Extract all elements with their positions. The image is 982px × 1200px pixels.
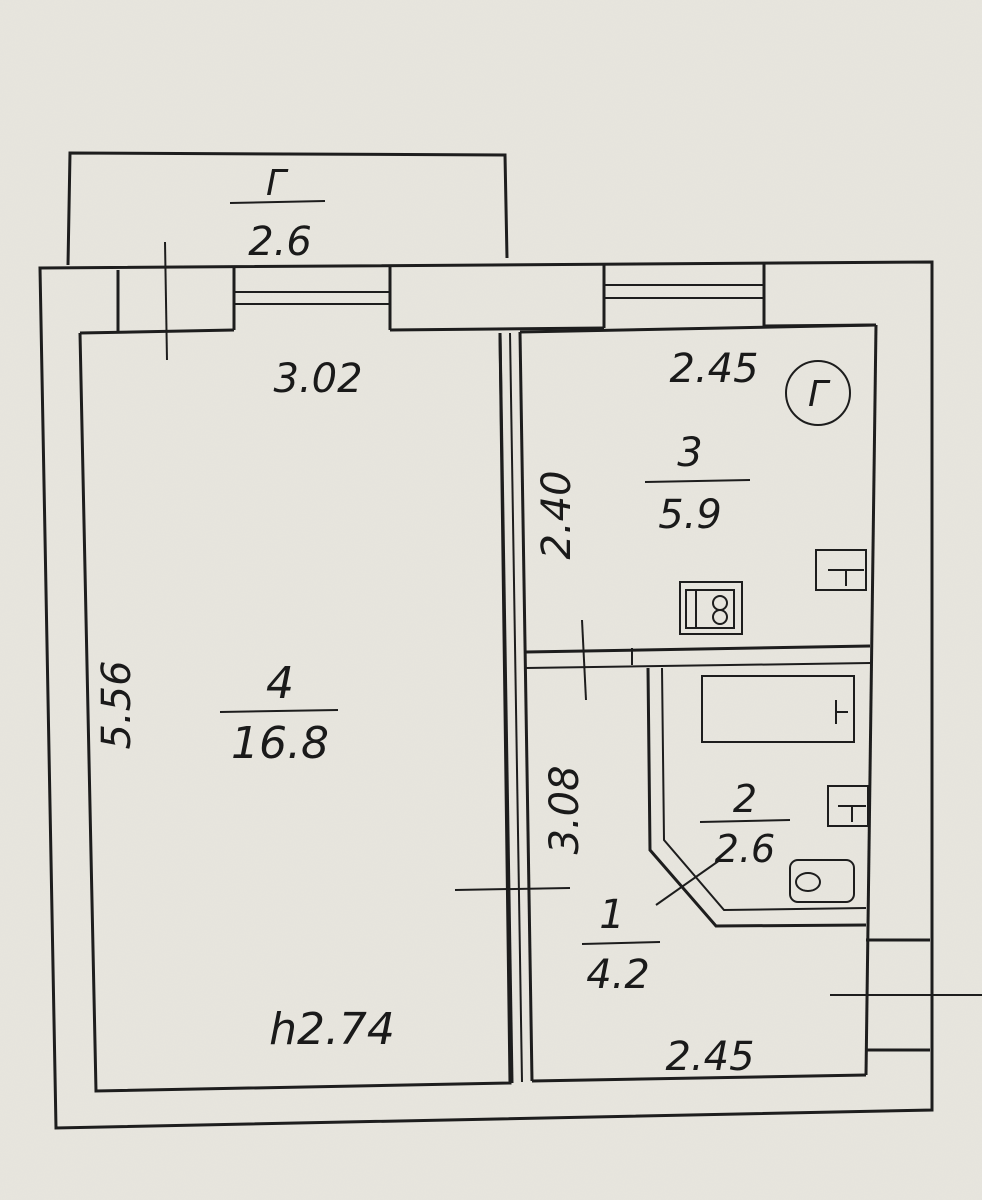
room-3-width: 2.45 — [669, 346, 758, 392]
hall-length: 3.08 — [542, 765, 588, 854]
toilet — [789, 859, 855, 903]
room-3-fraction-bar — [644, 479, 751, 483]
room-1-number: 1 — [599, 892, 624, 938]
window-room4 — [232, 267, 392, 330]
partition-wall — [454, 331, 571, 1084]
window-kitchen — [602, 263, 766, 328]
room-3-length: 2.40 — [534, 470, 580, 559]
room-1-area: 4.2 — [586, 952, 650, 998]
kitchen-sink — [815, 549, 867, 591]
room-4-area: 16.8 — [231, 718, 329, 769]
room-1-fraction-bar — [581, 941, 661, 945]
room-4-fraction-bar — [219, 709, 339, 713]
room-4-width: 3.02 — [273, 356, 362, 402]
bath-sink — [827, 785, 869, 827]
balcony-label: Г — [266, 163, 289, 204]
hall-width: 2.45 — [665, 1034, 754, 1080]
entrance-door — [830, 938, 982, 1052]
room-3-number: 3 — [677, 430, 702, 476]
room-4-number: 4 — [266, 658, 294, 709]
bathroom-walls — [646, 667, 867, 928]
balcony-area: 2.6 — [248, 219, 312, 265]
room-3-area: 5.9 — [658, 492, 722, 538]
ceiling-height: h2.74 — [269, 1004, 395, 1055]
room-4-length: 5.56 — [94, 660, 140, 749]
room-2-number: 2 — [733, 777, 757, 821]
gas-symbol-label: Г — [808, 374, 831, 415]
room-2-area: 2.6 — [715, 827, 775, 871]
bathtub — [701, 675, 855, 743]
right-rooms-outline — [519, 323, 878, 1083]
room-2-fraction-bar — [699, 819, 791, 823]
gas-symbol: Г — [785, 360, 851, 426]
balcony — [66, 151, 509, 266]
stove — [679, 581, 743, 635]
